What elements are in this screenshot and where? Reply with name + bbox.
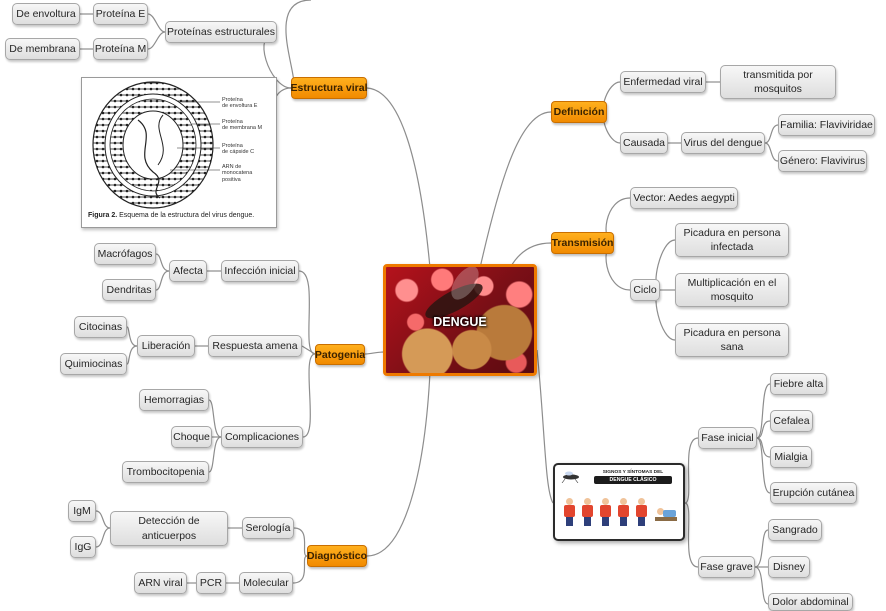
branch-diagnostico[interactable]: Diagnóstico bbox=[307, 545, 367, 567]
node-vector-aedes-aegypti[interactable]: Vector: Aedes aegypti bbox=[630, 187, 738, 209]
poster-title-line1: SIGNOS Y SÍNTOMAS DEL bbox=[602, 470, 664, 475]
node-sangrado[interactable]: Sangrado bbox=[768, 519, 822, 541]
node-de-membrana[interactable]: De membrana bbox=[5, 38, 80, 60]
figure-leader-lines bbox=[170, 101, 220, 171]
node-transmitida-por-mosquitos[interactable]: transmitida por mosquitos bbox=[720, 65, 836, 99]
node-dolor-abdominal[interactable]: Dolor abdominal bbox=[768, 593, 853, 611]
central-topic-title: DENGUE bbox=[433, 315, 487, 329]
symptom-figure bbox=[599, 498, 611, 526]
node-arn-viral[interactable]: ARN viral bbox=[134, 572, 187, 594]
node-macrofagos[interactable]: Macrófagos bbox=[94, 243, 156, 265]
node-complicaciones[interactable]: Complicaciones bbox=[221, 426, 303, 448]
node-choque[interactable]: Choque bbox=[171, 426, 212, 448]
central-topic-dengue[interactable]: DENGUE bbox=[383, 264, 537, 376]
node-proteina-e[interactable]: Proteína E bbox=[93, 3, 148, 25]
symptom-figure bbox=[635, 498, 647, 526]
node-virus-del-dengue[interactable]: Virus del dengue bbox=[681, 132, 765, 154]
node-fase-grave[interactable]: Fase grave bbox=[698, 556, 755, 578]
node-fiebre-alta[interactable]: Fiebre alta bbox=[770, 373, 827, 395]
node-molecular[interactable]: Molecular bbox=[239, 572, 293, 594]
symptom-figure bbox=[581, 498, 593, 526]
symptom-figure bbox=[617, 498, 629, 526]
node-ciclo[interactable]: Ciclo bbox=[630, 279, 660, 301]
node-familia-flaviviridae[interactable]: Familia: Flaviviridae bbox=[778, 114, 875, 136]
node-multiplicacion-mosquito[interactable]: Multiplicación en el mosquito bbox=[675, 273, 789, 307]
branch-patogenia[interactable]: Patogenia bbox=[315, 344, 365, 365]
node-cefalea[interactable]: Cefalea bbox=[770, 410, 813, 432]
node-enfermedad-viral[interactable]: Enfermedad viral bbox=[620, 71, 706, 93]
node-picadura-persona-infectada[interactable]: Picadura en persona infectada bbox=[675, 223, 789, 257]
poster-header: SIGNOS Y SÍNTOMAS DEL DENGUE CLÁSICO bbox=[585, 470, 681, 484]
node-erupcion-cutanea[interactable]: Erupción cutánea bbox=[770, 482, 857, 504]
node-respuesta-amena[interactable]: Respuesta amena bbox=[208, 335, 302, 357]
node-genero-flavivirus[interactable]: Género: Flavivirus bbox=[778, 150, 867, 172]
node-dendritas[interactable]: Dendritas bbox=[102, 279, 156, 301]
node-disney[interactable]: Disney bbox=[768, 556, 810, 578]
branch-definicion[interactable]: Definición bbox=[551, 101, 607, 123]
mosquito-icon bbox=[561, 471, 579, 483]
symptom-figure-bed bbox=[655, 498, 677, 526]
node-infeccion-inicial[interactable]: Infección inicial bbox=[221, 260, 299, 282]
node-liberacion[interactable]: Liberación bbox=[137, 335, 195, 357]
node-proteinas-estructurales[interactable]: Proteínas estructurales bbox=[165, 21, 277, 43]
node-pcr[interactable]: PCR bbox=[196, 572, 226, 594]
node-deteccion-anticuerpos[interactable]: Detección de anticuerpos bbox=[110, 511, 228, 546]
dengue-symptoms-poster[interactable]: SIGNOS Y SÍNTOMAS DEL DENGUE CLÁSICO bbox=[553, 463, 685, 541]
node-citocinas[interactable]: Citocinas bbox=[74, 316, 127, 338]
branch-estructura-viral[interactable]: Estructura viral bbox=[290, 77, 368, 99]
figure-caption: Figura 2. Esquema de la estructura del v… bbox=[88, 212, 255, 219]
node-afecta[interactable]: Afecta bbox=[169, 260, 207, 282]
node-fase-inicial[interactable]: Fase inicial bbox=[698, 427, 757, 449]
node-trombocitopenia[interactable]: Trombocitopenia bbox=[122, 461, 209, 483]
virus-diagram-image bbox=[92, 81, 214, 209]
node-hemorragias[interactable]: Hemorragias bbox=[139, 389, 209, 411]
symptom-figure bbox=[563, 498, 575, 526]
node-igg[interactable]: IgG bbox=[70, 536, 96, 558]
node-igm[interactable]: IgM bbox=[68, 500, 96, 522]
poster-title-line2: DENGUE CLÁSICO bbox=[594, 476, 672, 484]
node-quimiocinas[interactable]: Quimiocinas bbox=[60, 353, 127, 375]
node-proteina-m[interactable]: Proteína M bbox=[93, 38, 148, 60]
node-causada[interactable]: Causada bbox=[620, 132, 668, 154]
node-serologia[interactable]: Serología bbox=[242, 517, 294, 539]
node-picadura-persona-sana[interactable]: Picadura en persona sana bbox=[675, 323, 789, 357]
node-mialgia[interactable]: Mialgia bbox=[770, 446, 812, 468]
node-de-envoltura[interactable]: De envoltura bbox=[12, 3, 80, 25]
branch-transmision[interactable]: Transmisión bbox=[551, 232, 614, 254]
